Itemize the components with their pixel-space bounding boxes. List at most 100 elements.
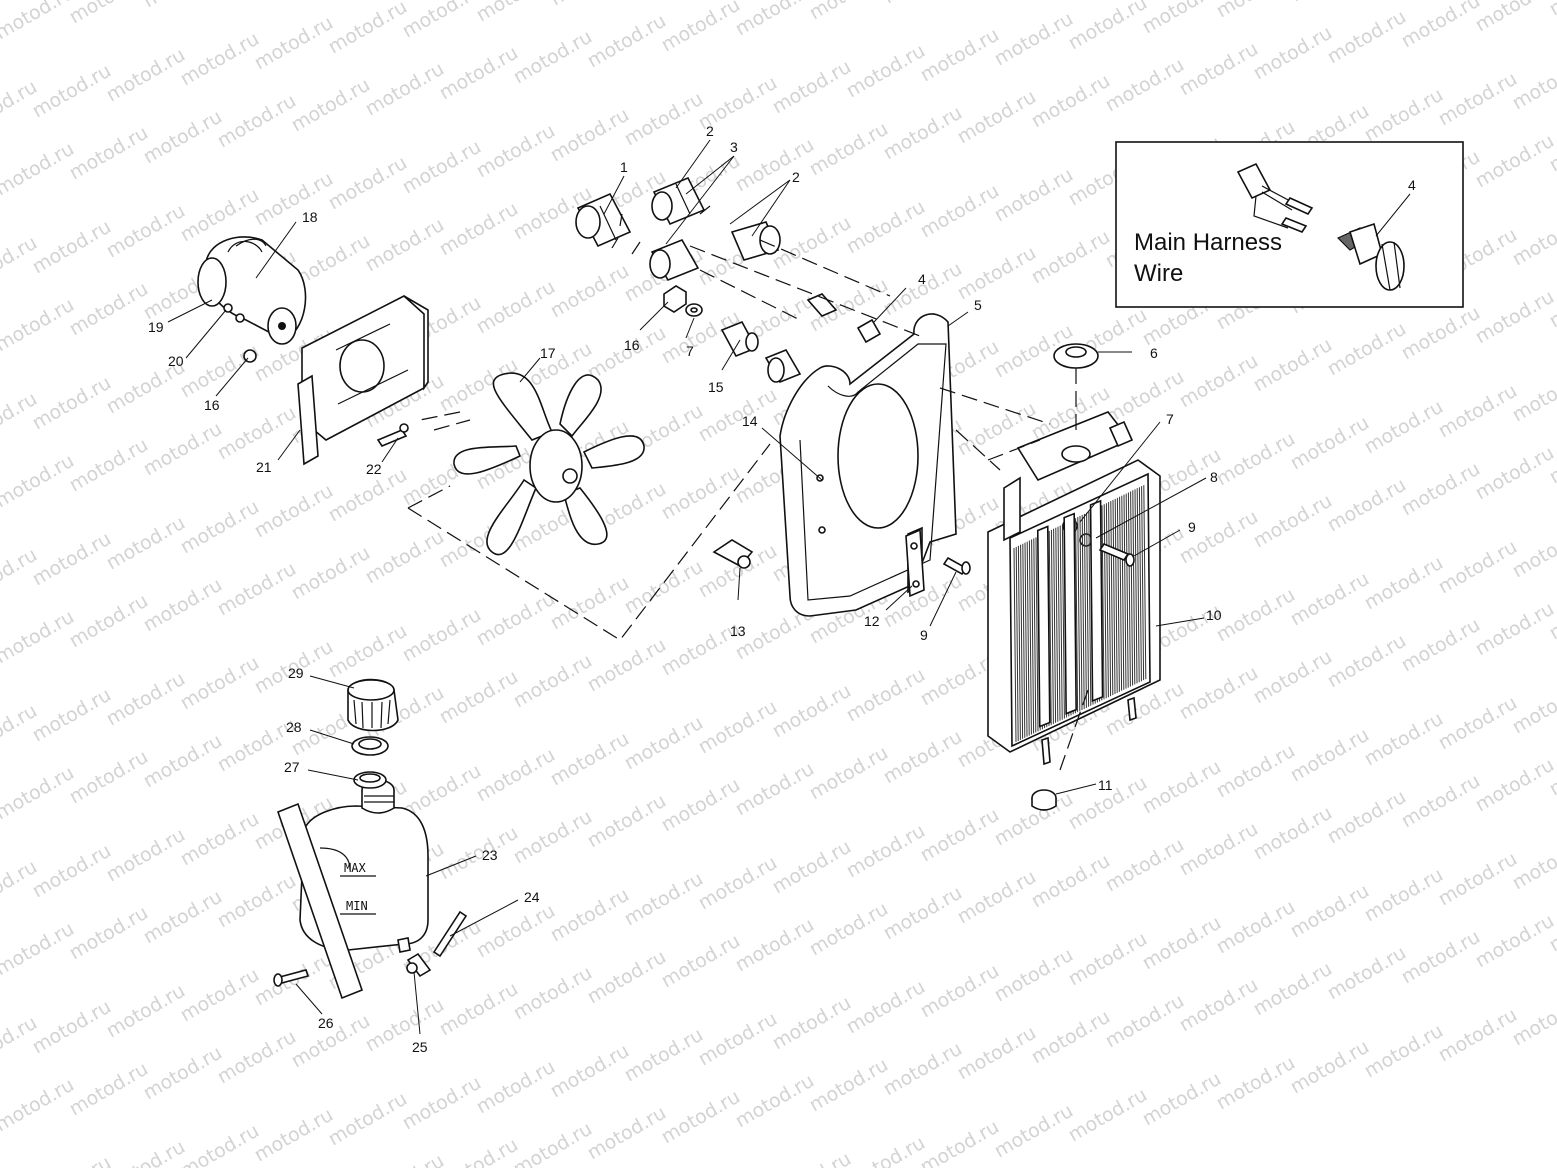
watermark-text: motod.ru — [584, 1102, 670, 1165]
watermark-text: motod.ru — [436, 822, 522, 885]
watermark-text: motod.ru — [769, 680, 855, 743]
radiator-fin — [1114, 498, 1118, 693]
watermark-text: motod.ru — [103, 512, 189, 575]
callout-24: 24 — [524, 889, 540, 905]
callout-25: 25 — [412, 1039, 428, 1055]
watermark-text: motod.ru — [621, 868, 707, 931]
watermark-text: motod.ru — [29, 996, 115, 1059]
radiator-fin — [1028, 540, 1032, 735]
radiator-fin — [1101, 505, 1105, 700]
watermark-text: motod.ru — [621, 1024, 707, 1087]
watermark-text: motod.ru — [843, 820, 929, 883]
tank-max-mark: MAX — [344, 861, 366, 875]
watermark-text: motod.ru — [584, 790, 670, 853]
callout-16-center: 16 — [624, 337, 640, 353]
watermark-text: motod.ru — [1176, 506, 1262, 569]
radiator-fin — [1083, 513, 1087, 708]
fan-blade-17 — [453, 372, 645, 556]
watermark-text: motod.ru — [843, 664, 929, 727]
watermark-text: motod.ru — [140, 106, 226, 169]
watermark-text: motod.ru — [806, 1054, 892, 1117]
watermark-text: motod.ru — [880, 258, 966, 321]
watermark-text: motod.ru — [66, 434, 152, 497]
callout-22: 22 — [366, 461, 382, 477]
watermark-text: motod.ru — [843, 40, 929, 103]
watermark-text: motod.ru — [880, 0, 966, 8]
watermark-text: motod.ru — [177, 496, 263, 559]
callout-12: 12 — [864, 613, 880, 629]
watermark-text: motod.ru — [1361, 396, 1447, 459]
watermark-text: motod.ru — [325, 0, 411, 58]
watermark-text: motod.ru — [0, 762, 78, 825]
radiator-fin — [1125, 493, 1129, 688]
radiator-fin — [1024, 542, 1028, 737]
radiator-fin — [1057, 526, 1061, 721]
watermark-text: motod.ru — [954, 866, 1040, 929]
watermark-text: motod.ru — [1435, 1004, 1521, 1067]
temp-switch-4 — [806, 293, 882, 344]
temperature-switch-icon — [1336, 222, 1405, 291]
radiator-fin — [1143, 485, 1147, 680]
tank-min-mark: MIN — [346, 899, 368, 913]
watermark-text: motod.ru — [214, 558, 300, 621]
radiator-fin — [1086, 512, 1090, 707]
radiator-fin — [1119, 496, 1123, 691]
callout-numbers: 1 2 3 2 4 5 6 7 8 9 10 11 12 9 13 14 15 … — [148, 123, 1222, 1055]
watermark-text: motod.ru — [1361, 864, 1447, 927]
callout-28: 28 — [286, 719, 302, 735]
radiator-10 — [987, 411, 1161, 766]
bolt-9-lower — [942, 556, 971, 576]
watermark-text: motod.ru — [103, 44, 189, 107]
watermark-text: motod.ru — [362, 1150, 448, 1168]
watermark-text: motod.ru — [658, 462, 744, 525]
watermark-text: motod.ru — [1213, 0, 1299, 22]
watermark-text: motod.ru — [362, 994, 448, 1057]
watermark-text: motod.ru — [29, 216, 115, 279]
watermark-text: motod.ru — [510, 962, 596, 1025]
watermark-text: motod.ru — [1472, 910, 1557, 973]
watermark-text: motod.ru — [1139, 1068, 1225, 1131]
radiator-fin — [1079, 515, 1083, 711]
assembly-lines — [407, 239, 1089, 771]
watermark-text: motod.ru — [0, 0, 78, 44]
watermark-text: motod.ru — [1102, 366, 1188, 429]
motor-bracket-21 — [297, 295, 429, 466]
watermark-text: motod.ru — [177, 964, 263, 1027]
hose-fitting-25 — [406, 952, 432, 978]
watermark-text: motod.ru — [880, 102, 966, 165]
clamp-13 — [712, 539, 754, 569]
leader-lines — [167, 139, 1207, 1035]
watermark-text: motod.ru — [621, 712, 707, 775]
watermark-text: motod.ru — [399, 1072, 485, 1135]
watermark-text: motod.ru — [1324, 630, 1410, 693]
radiator-fin — [1088, 511, 1092, 706]
watermark-text: motod.ru — [769, 836, 855, 899]
bracket-12 — [905, 528, 925, 598]
watermark-text: motod.ru — [769, 992, 855, 1055]
watermark-text: motod.ru — [1398, 0, 1484, 52]
watermark-text: motod.ru — [1472, 598, 1557, 661]
screw-22 — [376, 423, 409, 447]
watermark-text: motod.ru — [251, 12, 337, 75]
watermark-text: motod.ru — [0, 918, 78, 981]
watermark-text: motod.ru — [1250, 646, 1336, 709]
hose-1 — [575, 192, 632, 248]
fitting-15 — [720, 320, 759, 358]
watermark-text: motod.ru — [473, 588, 559, 651]
radiator-fin — [1015, 546, 1019, 741]
watermark-text: motod.ru — [1065, 1084, 1151, 1147]
watermark-text: motod.ru — [1435, 380, 1521, 443]
grommet-11 — [1031, 789, 1057, 811]
radiator-fin — [1112, 499, 1116, 695]
callout-18: 18 — [302, 209, 318, 225]
watermark-text: motod.ru — [1472, 754, 1557, 817]
watermark-text: motod.ru — [1028, 850, 1114, 913]
watermark-text: motod.ru — [66, 0, 152, 28]
watermark-text: motod.ru — [658, 774, 744, 837]
watermark-text: motod.ru — [177, 1120, 263, 1168]
callout-15: 15 — [708, 379, 724, 395]
callout-inset-4: 4 — [1408, 177, 1416, 193]
watermark-text: motod.ru — [695, 1008, 781, 1071]
